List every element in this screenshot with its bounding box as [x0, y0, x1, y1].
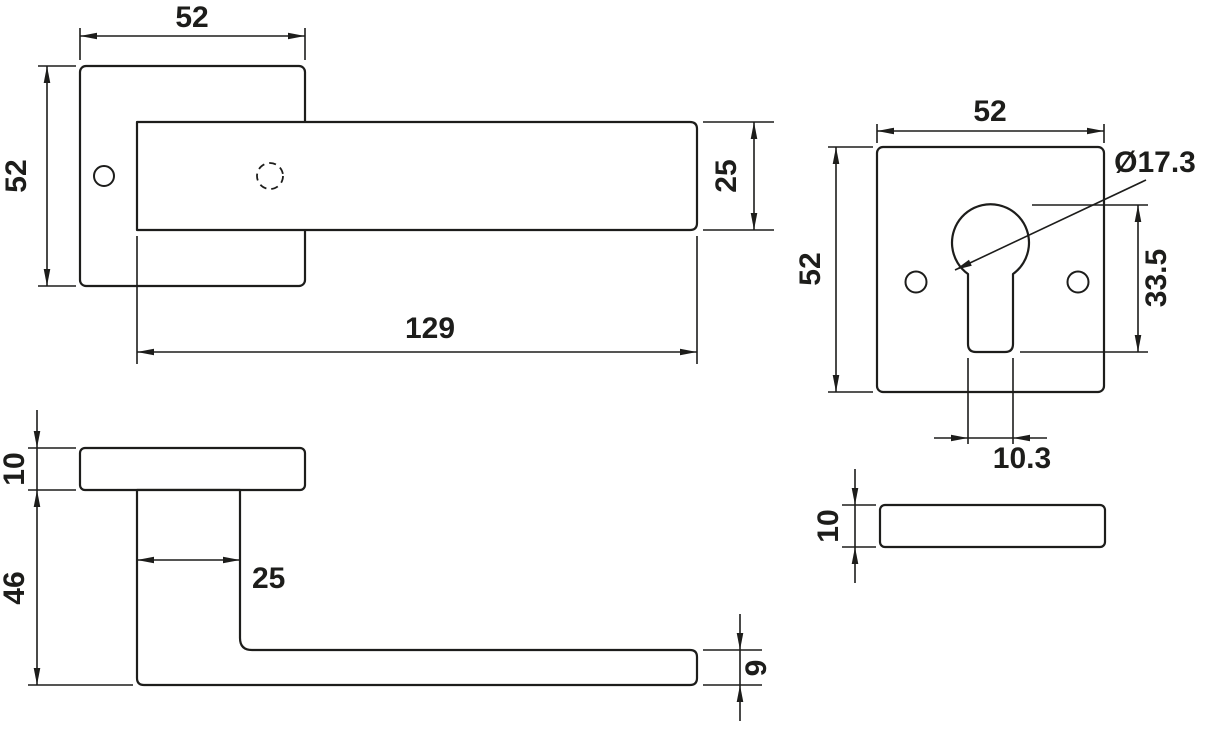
screw-hole [1066, 270, 1090, 294]
view-escutcheon-side: 10 [812, 469, 1107, 583]
dim-projection: 46 [0, 490, 133, 686]
dim-cutout-width: 10.3 [934, 358, 1051, 475]
dim-label-rose-thickness: 10 [0, 452, 31, 485]
dim-neck-width: 25 [137, 556, 285, 595]
dim-lever-section: 25 [703, 121, 774, 231]
dim-label-cylinder-diameter: Ø17.3 [1114, 146, 1196, 179]
dim-label-escutcheon-height: 52 [794, 252, 827, 285]
rose-plate-side [78, 446, 307, 492]
dim-label-cutout-width: 10.3 [993, 442, 1051, 475]
dim-rose-thickness: 10 [0, 410, 76, 491]
screw-hole [93, 165, 115, 187]
view-handle-side: 10 46 25 9 [0, 410, 773, 721]
dim-lever-length: 129 [136, 236, 698, 364]
dim-cylinder-diameter: Ø17.3 [954, 146, 1196, 271]
dim-label-projection: 46 [0, 571, 31, 604]
dim-rose-width: 52 [79, 1, 306, 60]
dim-escutcheon-height: 52 [794, 146, 873, 393]
dim-label-lever-section: 25 [710, 159, 743, 192]
dim-escutcheon-thickness: 10 [812, 469, 876, 583]
dim-lever-thickness: 9 [703, 614, 773, 721]
view-escutcheon-front: 52 52 Ø17.3 33.5 10.3 [794, 95, 1196, 475]
dim-escutcheon-width: 52 [876, 95, 1105, 143]
view-handle-front: 52 52 25 129 [0, 1, 774, 364]
dim-label-cutout-height: 33.5 [1140, 249, 1173, 307]
escutcheon-plate-side [878, 503, 1107, 549]
dim-label-neck-width: 25 [252, 562, 285, 595]
dim-label-escutcheon-thickness: 10 [812, 509, 845, 542]
spindle-hole-hidden [256, 162, 284, 190]
dim-label-lever-thickness: 9 [740, 660, 773, 677]
leader-line [954, 179, 1147, 271]
dim-label-rose-width: 52 [175, 1, 208, 34]
lever-front [135, 120, 699, 232]
dim-cutout-height: 33.5 [1020, 204, 1173, 353]
dim-label-lever-length: 129 [405, 312, 455, 345]
screw-hole [904, 270, 928, 294]
lever-side [135, 488, 699, 687]
euro-cylinder-cutout [950, 203, 1031, 354]
dim-label-escutcheon-width: 52 [973, 95, 1006, 128]
dim-rose-height: 52 [0, 65, 76, 287]
dim-label-rose-height: 52 [0, 159, 33, 192]
